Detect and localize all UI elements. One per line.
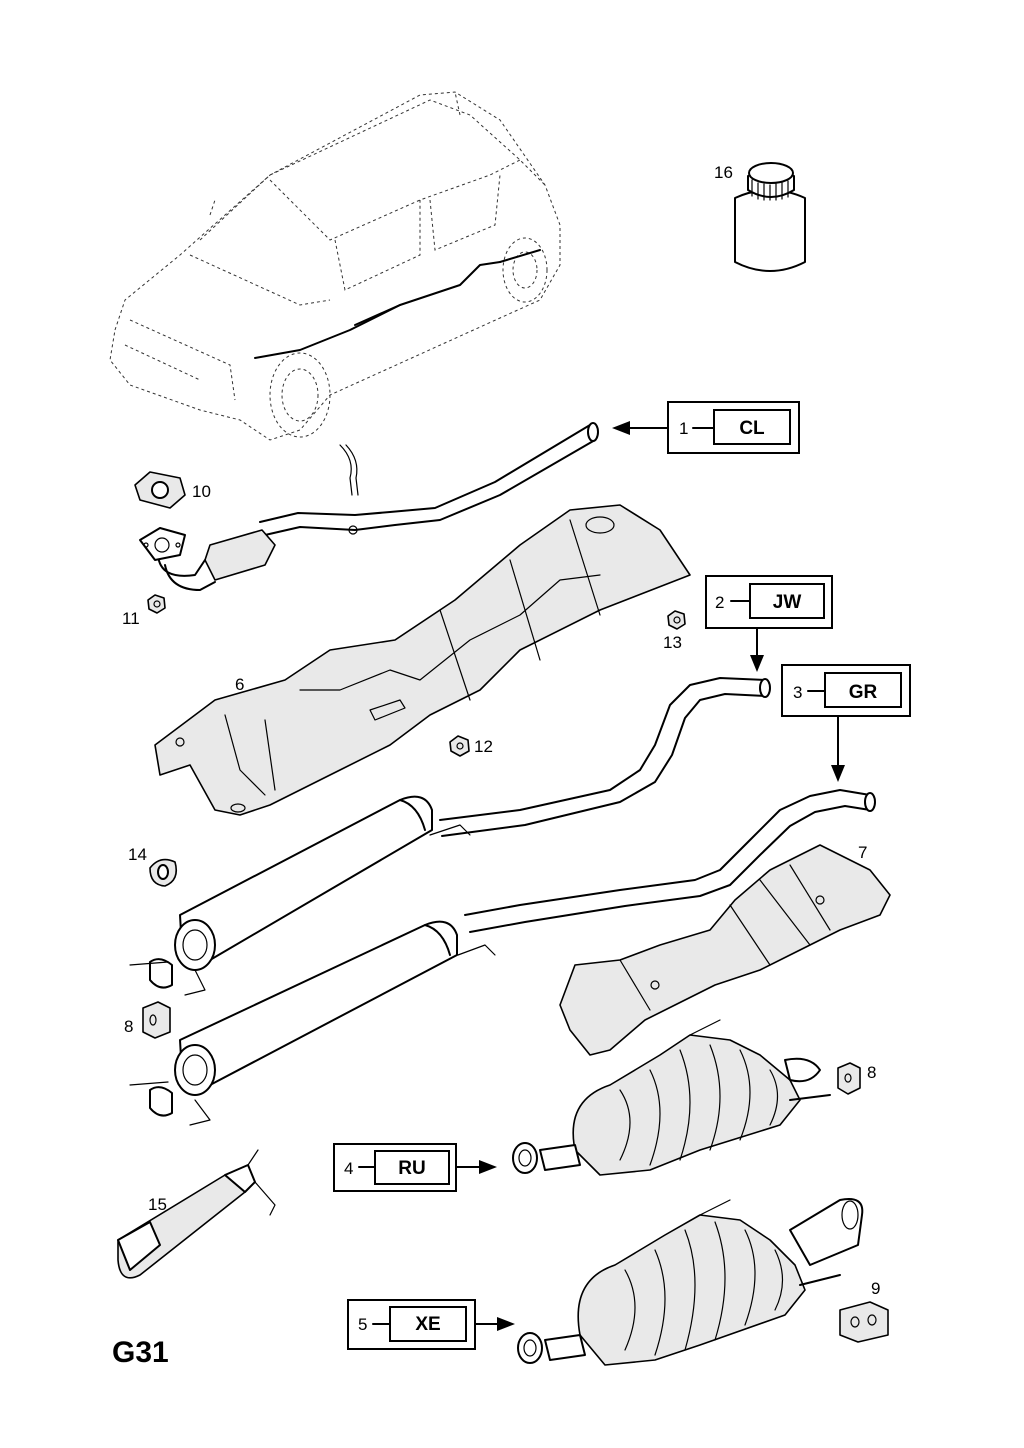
label-12: 12 <box>474 737 493 756</box>
nut-part-12: 12 <box>449 735 493 757</box>
callout-3-code: GR <box>849 682 878 703</box>
front-pipe-catalyst <box>139 422 599 591</box>
sheet-code: G31 <box>112 1336 169 1369</box>
callout-4-number: 4 <box>344 1159 353 1178</box>
callout-4: 4 RU <box>333 1143 497 1192</box>
callout-2-code: JW <box>773 592 802 613</box>
callout-5-number: 5 <box>358 1315 367 1334</box>
vehicle-illustration <box>109 91 561 441</box>
heat-shield-part-6: 6 <box>154 504 691 816</box>
label-15: 15 <box>148 1195 167 1214</box>
label-13: 13 <box>663 633 682 652</box>
callout-2-number: 2 <box>715 593 724 612</box>
intermediate-pipe-lower <box>129 789 876 1126</box>
heat-shield-part-7: 7 <box>559 843 891 1056</box>
label-16: 16 <box>714 163 733 182</box>
label-8-left: 8 <box>124 1017 133 1036</box>
gasket-part-10: 10 <box>134 471 211 509</box>
callout-1-number: 1 <box>679 419 688 438</box>
tube-part-15: 15 <box>117 1149 276 1279</box>
label-10: 10 <box>192 482 211 501</box>
callout-3-number: 3 <box>793 683 802 702</box>
callout-1: 1 CL <box>612 401 800 454</box>
rear-silencer-part-4 <box>512 1019 831 1176</box>
nut-part-11: 11 <box>122 594 166 628</box>
callout-5-code: XE <box>415 1314 440 1335</box>
label-7: 7 <box>858 843 867 862</box>
mounting-part-8-right: 8 <box>837 1062 876 1095</box>
callout-4-code: RU <box>398 1158 425 1179</box>
rear-silencer-part-5 <box>517 1198 864 1366</box>
callout-5: 5 XE <box>347 1299 515 1350</box>
mounting-part-9: 9 <box>839 1279 889 1343</box>
intermediate-pipe-upper <box>129 677 771 996</box>
clamp-part-14: 14 <box>128 845 178 887</box>
label-14: 14 <box>128 845 147 864</box>
callout-1-code: CL <box>739 418 765 439</box>
label-9: 9 <box>871 1279 880 1298</box>
label-6: 6 <box>235 675 244 694</box>
nut-part-13: 13 <box>663 610 686 652</box>
mounting-part-8-left: 8 <box>124 1001 171 1039</box>
bottle-part-16: 16 <box>714 162 806 272</box>
callout-2: 2 JW <box>705 575 833 672</box>
label-11: 11 <box>122 609 140 628</box>
callout-3: 3 GR <box>781 664 911 782</box>
label-8-right: 8 <box>867 1063 876 1082</box>
